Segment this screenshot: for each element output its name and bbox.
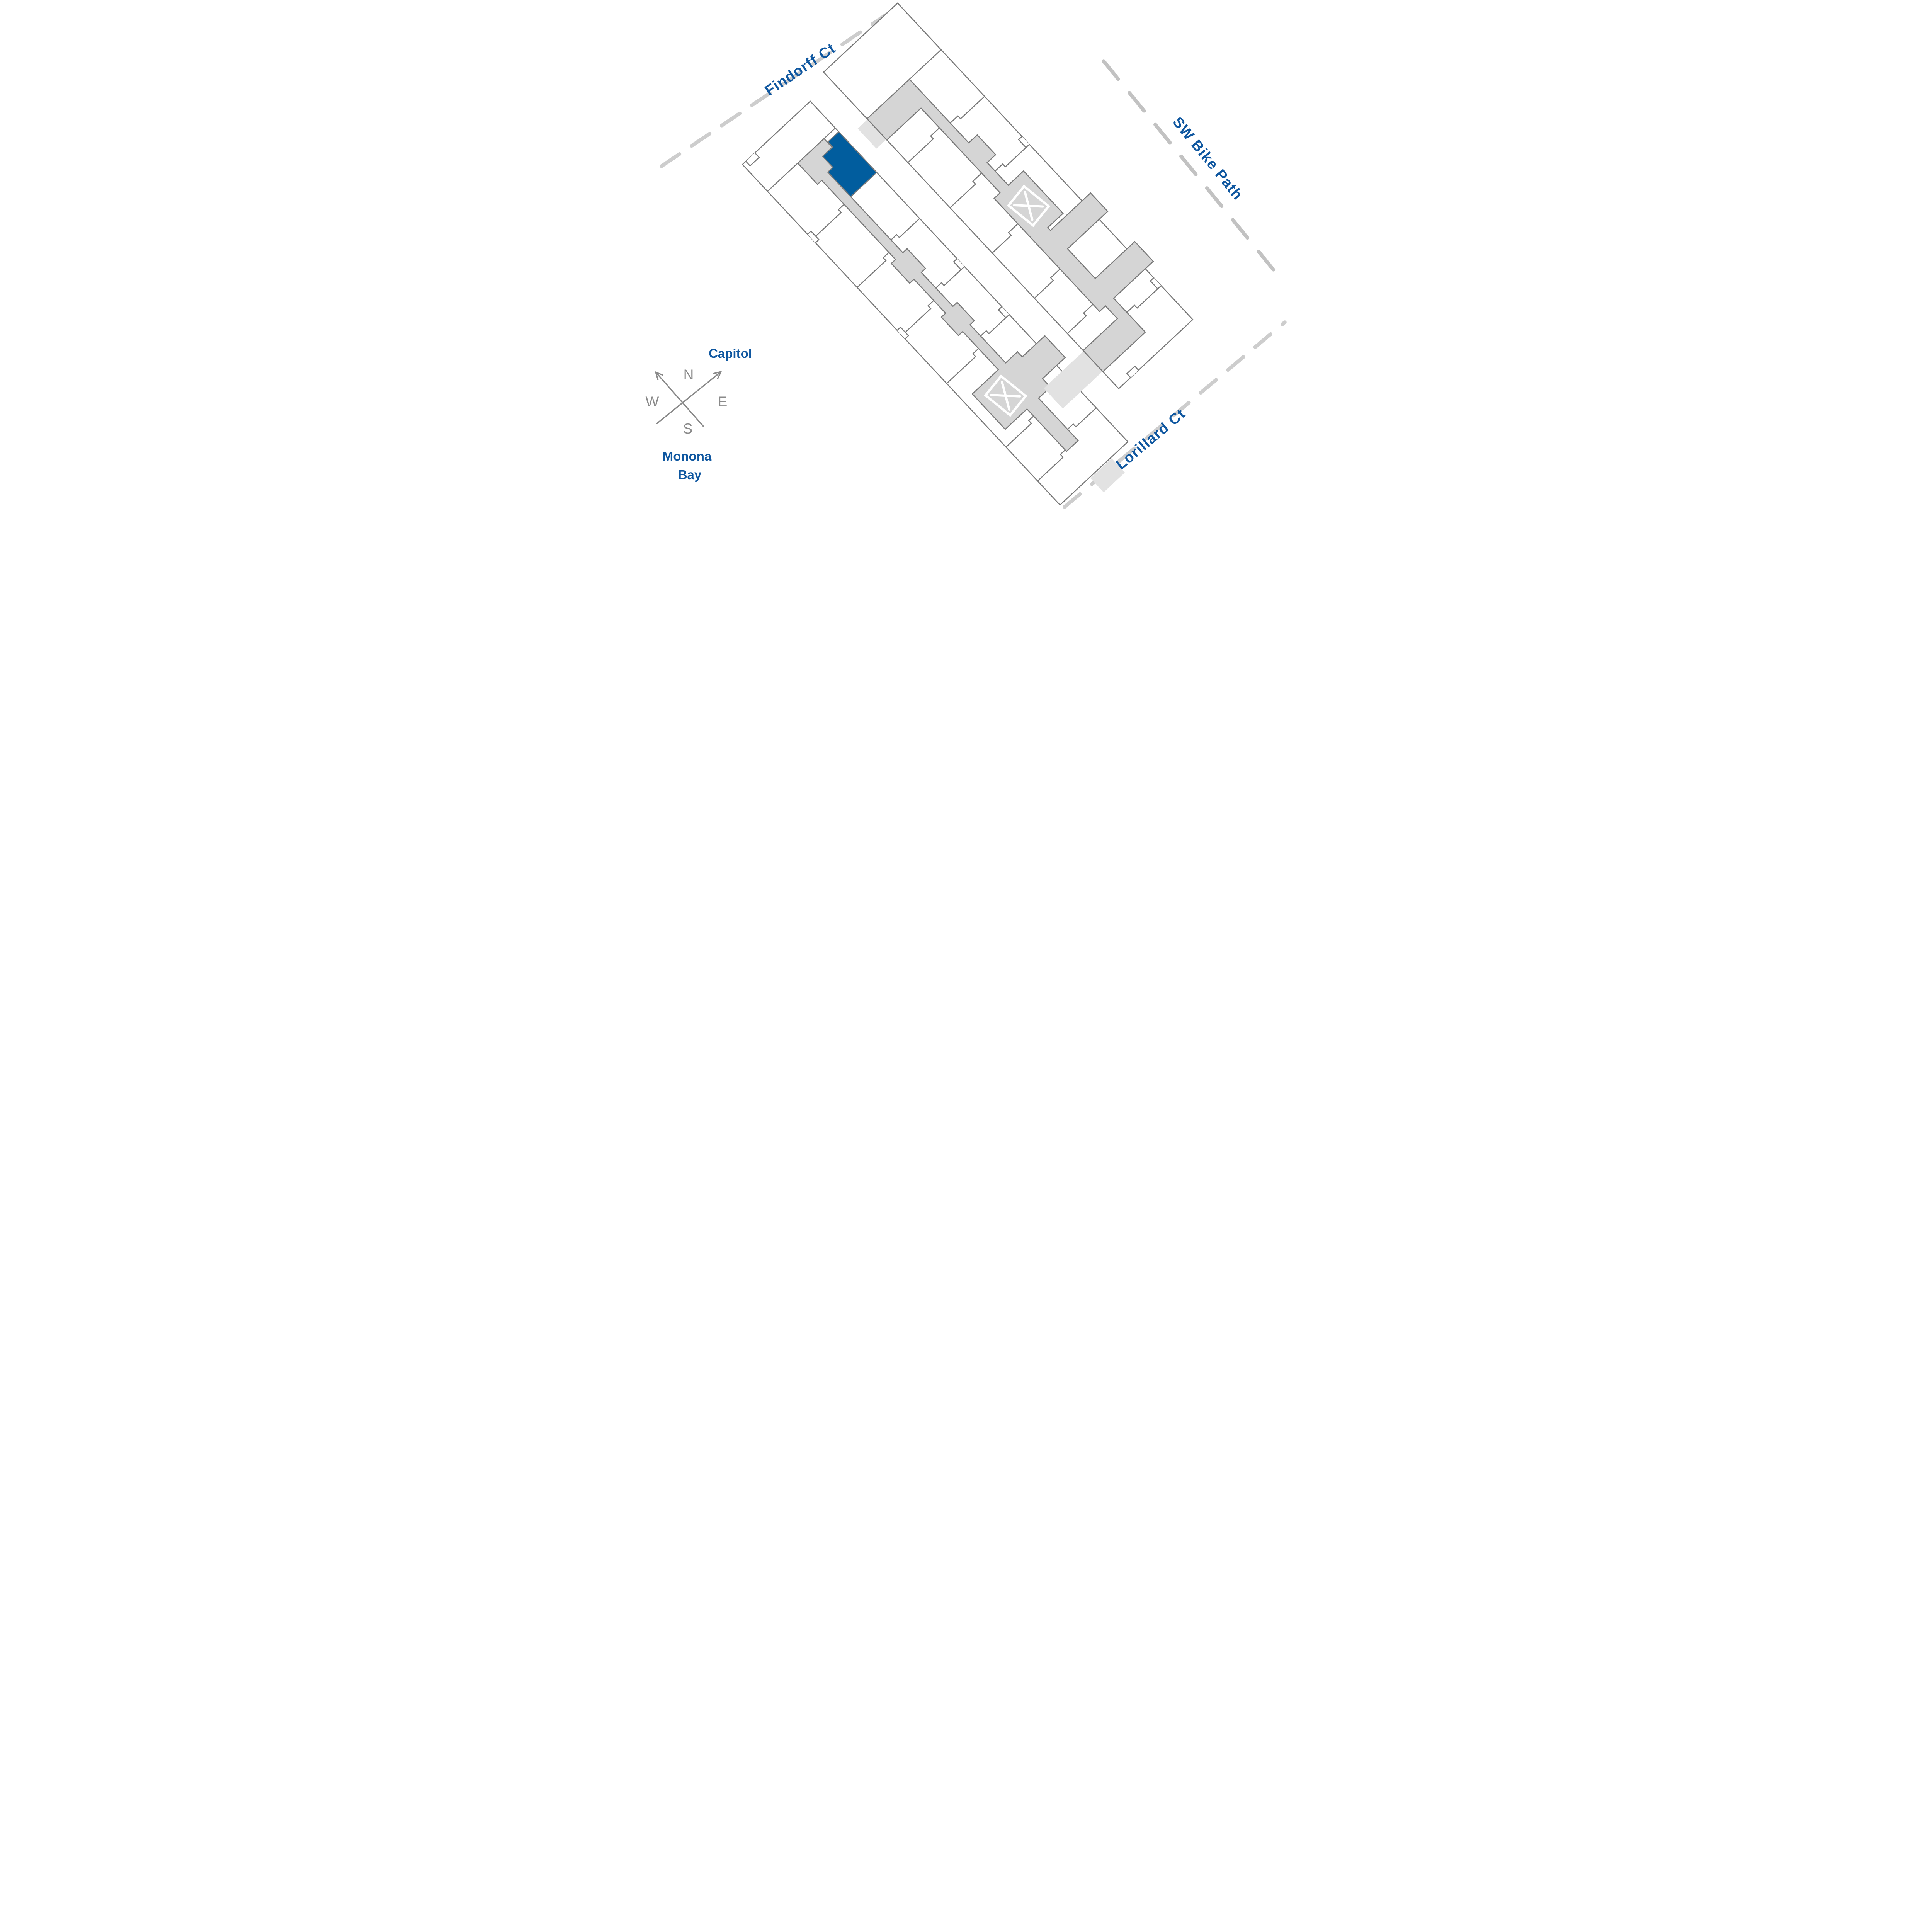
building-west	[742, 100, 1129, 506]
building-east-facade-notches	[1017, 136, 1162, 378]
building-east-entry-walk-north	[857, 119, 886, 149]
compass-arrow-northwest-icon	[655, 371, 704, 427]
landmark-monona-bay-line2: Bay	[678, 468, 701, 482]
x-icon	[1013, 190, 1044, 221]
findorff-dashed-line	[659, 12, 890, 168]
landmark-capitol: Capitol	[709, 346, 752, 361]
compass-west: W	[645, 394, 659, 410]
x-icon	[990, 381, 1021, 411]
building-west-unit-walls	[767, 128, 1097, 481]
building-east-exit-walk-south	[1043, 351, 1102, 409]
building-east-unit-walls	[907, 49, 1162, 334]
bike-path-dashed-line	[1101, 59, 1278, 275]
building-east	[823, 2, 1194, 409]
building-west-corridor	[797, 138, 1079, 452]
street-bike-path: SW Bike Path	[1101, 59, 1278, 275]
compass-south: S	[683, 421, 692, 437]
landmark-monona-bay-line1: Monona	[662, 449, 711, 463]
stairs-box-icon	[983, 374, 1027, 417]
building-west-exit-walk	[1090, 458, 1125, 493]
selected-unit[interactable]	[813, 131, 878, 197]
site-plan-map: Findorff Ct SW Bike Path Lorillard Ct	[645, 0, 1287, 511]
stairs-elevator-marker-west	[983, 374, 1027, 417]
compass-north: N	[683, 367, 694, 383]
compass-rose: N W E S Capitol Monona Bay	[645, 346, 752, 482]
compass-arrow-northeast-icon	[656, 371, 722, 424]
building-west-facade-notches	[745, 152, 1010, 339]
building-east-corridor	[866, 78, 1154, 372]
stairs-elevator-marker-east	[1007, 184, 1050, 227]
site-plan-page: Findorff Ct SW Bike Path Lorillard Ct	[645, 0, 1287, 511]
stairs-box-icon	[1007, 184, 1050, 227]
compass-east: E	[718, 394, 727, 410]
